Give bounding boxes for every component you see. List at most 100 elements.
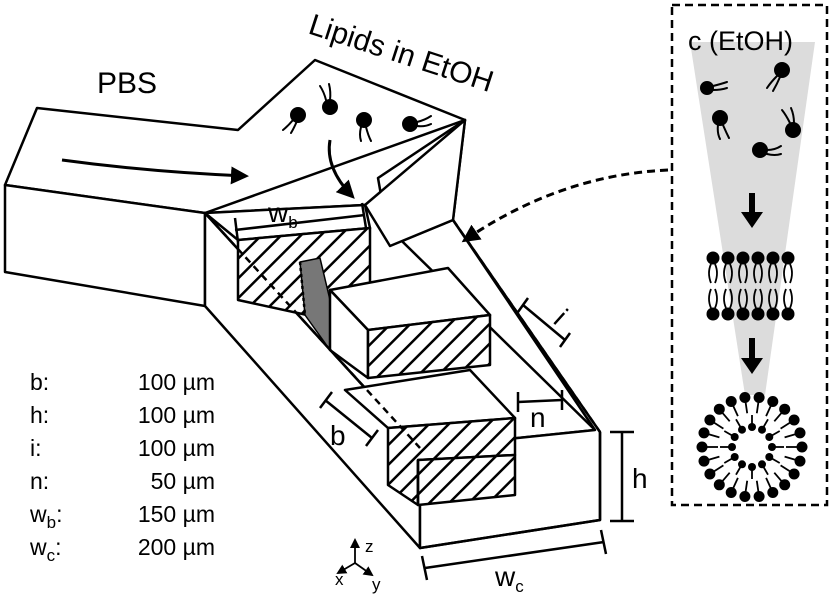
lipid-tail (784, 455, 801, 462)
lipid-head (751, 307, 765, 321)
lipid-head (751, 251, 765, 265)
liposome-vesicle-icon (696, 392, 808, 502)
lipid-tail (773, 472, 786, 486)
lipid-head (766, 251, 780, 265)
lipid-tail (709, 419, 724, 430)
lipid-tail (768, 430, 781, 438)
lipid-tail (784, 432, 801, 439)
parameter-value: 50 µm (151, 468, 215, 494)
parameter-name: wc: (29, 534, 62, 565)
lipid-molecules-inlet (282, 83, 432, 142)
lipid-molecule-icon (752, 142, 782, 158)
lipid-head (736, 307, 750, 321)
lipid-tail (718, 472, 731, 486)
lipid-tail (783, 288, 793, 309)
parameter-name: n: (30, 468, 49, 494)
lipid-tail (718, 408, 731, 422)
parameter-value: 150 µm (138, 501, 215, 527)
lipid-tail (755, 397, 760, 414)
lipid-tail (768, 456, 781, 464)
lipid-molecule-icon (356, 112, 372, 142)
lipid-molecule-icon (282, 107, 306, 134)
axis-y-label: y (372, 575, 381, 594)
h-dimension (610, 430, 634, 523)
lipid-tail (765, 477, 774, 493)
n-label: n (530, 402, 546, 433)
lipid-tail (735, 418, 743, 431)
axis-x-label: x (335, 570, 344, 589)
inset-pointer-arrow (461, 168, 669, 243)
free-lipids (700, 62, 801, 158)
concentration-label: c (EtOH) (688, 26, 793, 56)
wb-label: wb (267, 197, 298, 232)
lipid-tail (738, 263, 748, 284)
b-dimension (319, 391, 379, 447)
parameter-value: 200 µm (138, 534, 215, 560)
axis-z-label: z (365, 537, 374, 556)
lipid-molecule-icon (781, 107, 801, 138)
lipid-tail (780, 464, 795, 475)
lipid-flow-arrow (327, 139, 355, 199)
lipid-head (721, 251, 735, 265)
wc-label: wc (494, 561, 524, 596)
axes-icon (336, 538, 374, 577)
lipid-tail (723, 288, 733, 309)
lipid-tail (761, 418, 769, 431)
lipid-bilayer-icon (706, 251, 795, 321)
lipid-molecule-icon (319, 83, 338, 115)
lipid-tail (744, 480, 749, 497)
lipid-head (781, 251, 795, 265)
lipid-tail (723, 430, 736, 438)
parameter-value: 100 µm (138, 402, 215, 428)
parameter-name: b: (30, 369, 49, 395)
parameter-name: i: (30, 435, 42, 461)
pbs-flow-arrow (61, 158, 249, 185)
down-arrow-icon (741, 193, 763, 228)
lipid-tail (723, 263, 733, 284)
lipid-tail (744, 397, 749, 414)
parameter-value: 100 µm (138, 435, 215, 461)
lipid-head (706, 251, 720, 265)
i-dimension (516, 297, 572, 348)
lipid-tail (730, 401, 739, 417)
lipid-tail (730, 477, 739, 493)
parameter-name: wb: (29, 501, 62, 532)
b-label: b (330, 420, 346, 451)
lipid-tail (753, 288, 763, 309)
lipid-tail (708, 263, 718, 284)
lipid-tail (703, 455, 720, 462)
wc-dimension (420, 529, 608, 581)
parameter-value: 100 µm (138, 369, 215, 395)
lipid-head (721, 307, 735, 321)
lipid-tail (768, 288, 778, 309)
lipid-tail (723, 456, 736, 464)
baffle-2 (328, 266, 492, 380)
lipid-tail (780, 419, 795, 430)
lipid-molecule-icon (700, 81, 728, 95)
lipid-tail (765, 401, 774, 417)
lipid-tail (708, 288, 718, 309)
channel-dashed-edge-right (451, 219, 602, 433)
h-label: h (632, 463, 648, 494)
baffle-3 (343, 368, 517, 507)
inset-panel: c (EtOH) (670, 3, 829, 507)
lipid-tail (738, 288, 748, 309)
lipid-head (766, 307, 780, 321)
lipid-tail (735, 463, 743, 476)
lipid-tail (755, 480, 760, 497)
pbs-label: PBS (97, 67, 157, 100)
lipid-tail (783, 263, 793, 284)
n-dimension (516, 390, 564, 412)
lipid-tail (703, 432, 720, 439)
lipid-head (736, 251, 750, 265)
wb-dimension (233, 202, 368, 243)
i-label: i (548, 303, 573, 330)
down-arrow-icon (741, 338, 763, 374)
lipid-molecule-icon (712, 110, 730, 140)
lipid-tail (773, 408, 786, 422)
lipid-tail (768, 263, 778, 284)
lipid-head (781, 307, 795, 321)
lipid-tail (761, 463, 769, 476)
